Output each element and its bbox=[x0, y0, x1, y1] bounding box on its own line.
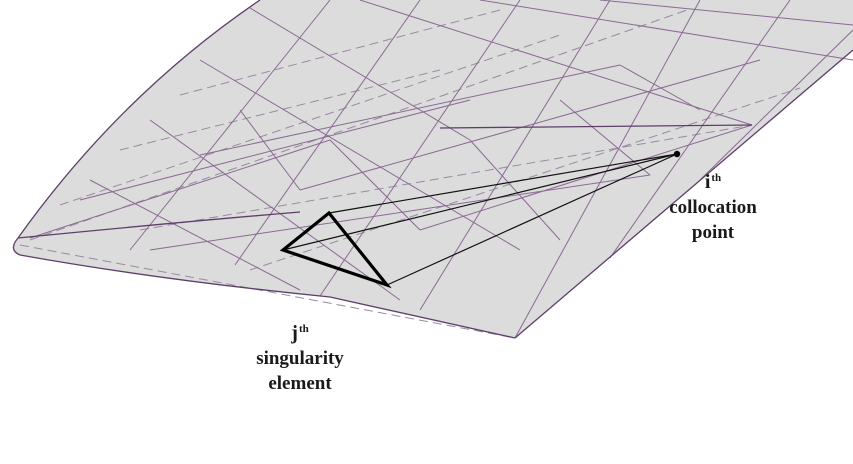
collocation-point-marker bbox=[673, 150, 681, 158]
collocation-index: ith bbox=[704, 171, 722, 193]
wing-edges bbox=[12, 0, 853, 339]
collocation-text-line2: point bbox=[691, 222, 735, 243]
singularity-element-triangle bbox=[279, 210, 392, 289]
influence-line-2 bbox=[282, 153, 678, 251]
influence-line-1 bbox=[328, 153, 678, 214]
singularity-element-label: jth singularity element bbox=[230, 317, 370, 396]
singularity-text-line2: element bbox=[268, 373, 332, 394]
mesh-triangle-lines bbox=[29, 0, 853, 339]
influence-line-3 bbox=[386, 153, 678, 286]
singularity-index: jth bbox=[291, 322, 309, 344]
singularity-text-line1: singularity bbox=[256, 348, 344, 369]
influence-lines bbox=[282, 153, 678, 286]
collocation-point-label: ith collocation point bbox=[648, 166, 778, 245]
wing-surface bbox=[13, 0, 853, 338]
collocation-text-line1: collocation bbox=[669, 197, 757, 218]
